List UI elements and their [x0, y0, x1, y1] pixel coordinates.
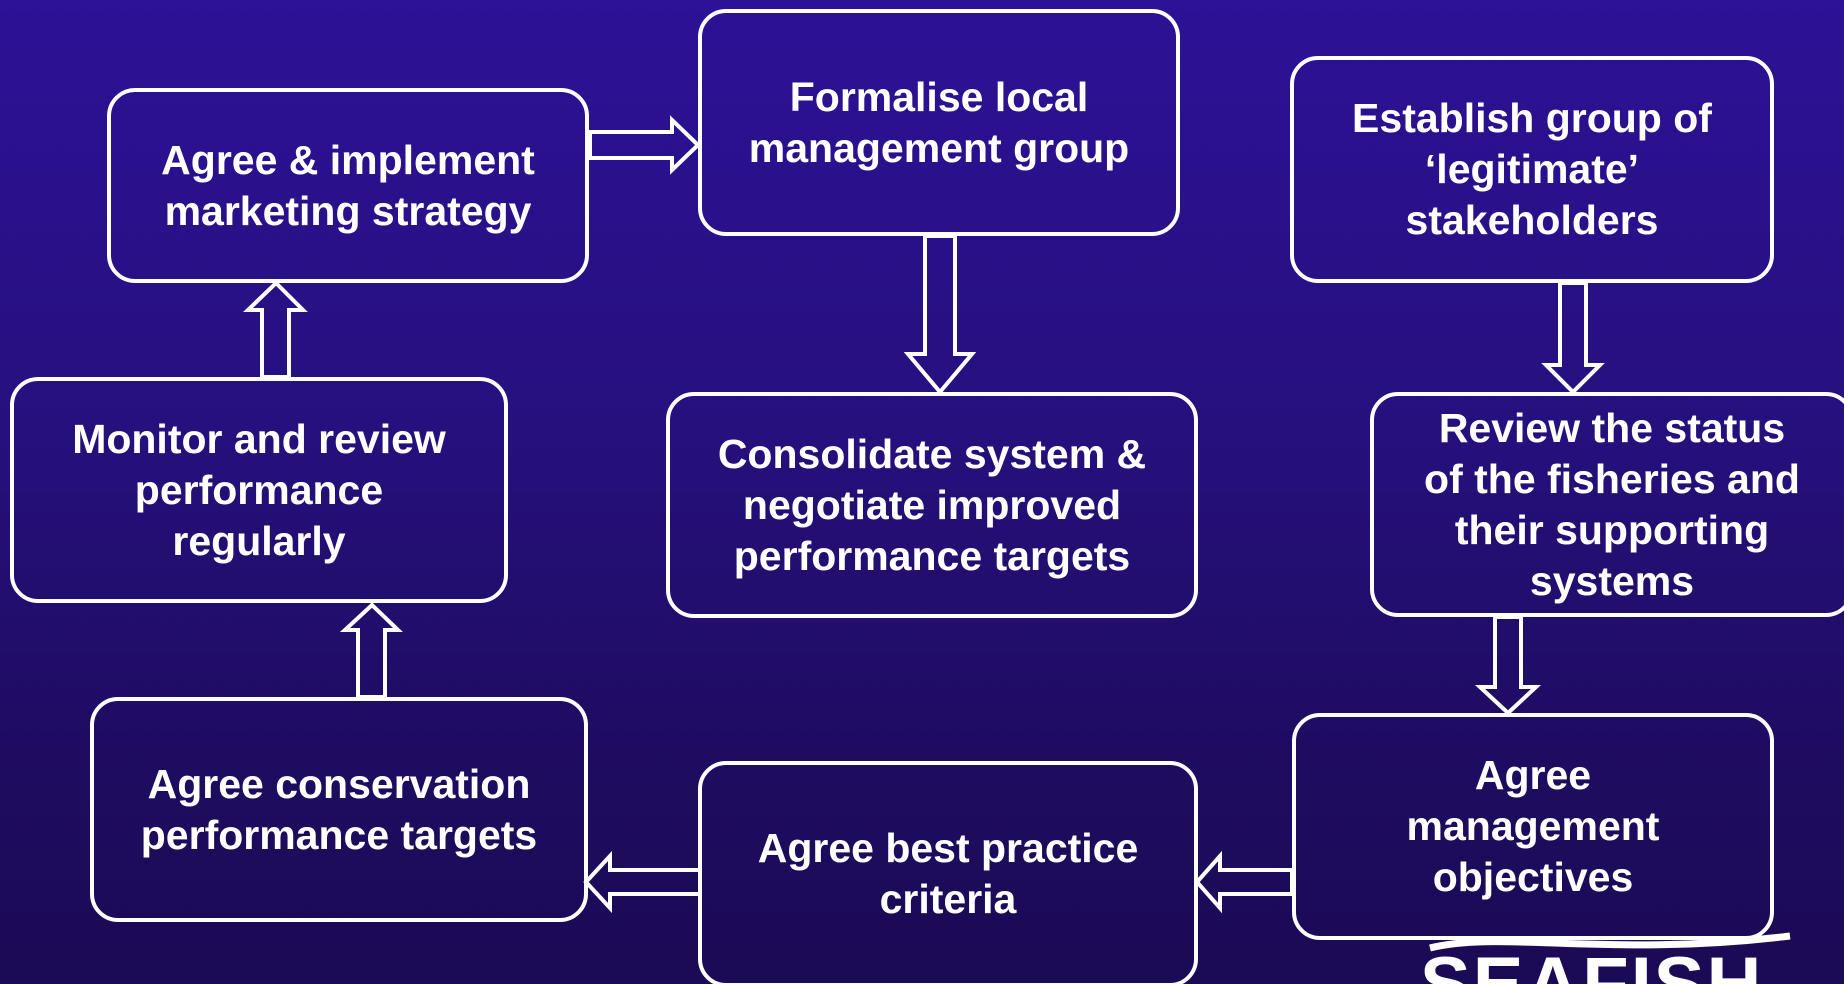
- box-consolidate-system: Consolidate system & negotiate improved …: [666, 392, 1198, 618]
- box-agree-implement-marketing: Agree & implement marketing strategy: [107, 88, 589, 283]
- box-agree-conservation: Agree conservation performance targets: [90, 697, 588, 922]
- arrow-formalise-to-consolidate: [903, 234, 977, 396]
- arrow-establish-to-review: [1541, 281, 1605, 395]
- arrow-bestpractice-to-conservation: [583, 850, 702, 914]
- seafish-logo: SEAFISH: [1410, 930, 1810, 984]
- box-establish-group: Establish group of ‘legitimate’ stakehol…: [1290, 56, 1774, 283]
- seafish-logo-text: SEAFISH: [1420, 942, 1763, 984]
- arrow-conservation-to-monitor: [339, 602, 403, 699]
- box-monitor-review: Monitor and review performance regularly: [10, 377, 508, 603]
- box-review-status: Review the status of the fisheries and t…: [1370, 392, 1844, 617]
- seafish-logo-mark: SEAFISH: [1420, 932, 1791, 984]
- box-agree-objectives: Agree management objectives: [1292, 713, 1774, 940]
- arrow-objectives-to-bestpractice: [1194, 850, 1294, 914]
- box-agree-best-practice: Agree best practice criteria: [698, 761, 1198, 984]
- box-formalise-local-group: Formalise local management group: [698, 9, 1180, 236]
- arrow-monitor-to-marketing: [243, 280, 308, 379]
- arrow-marketing-to-formalise: [588, 115, 701, 175]
- arrow-review-to-objectives: [1474, 615, 1542, 716]
